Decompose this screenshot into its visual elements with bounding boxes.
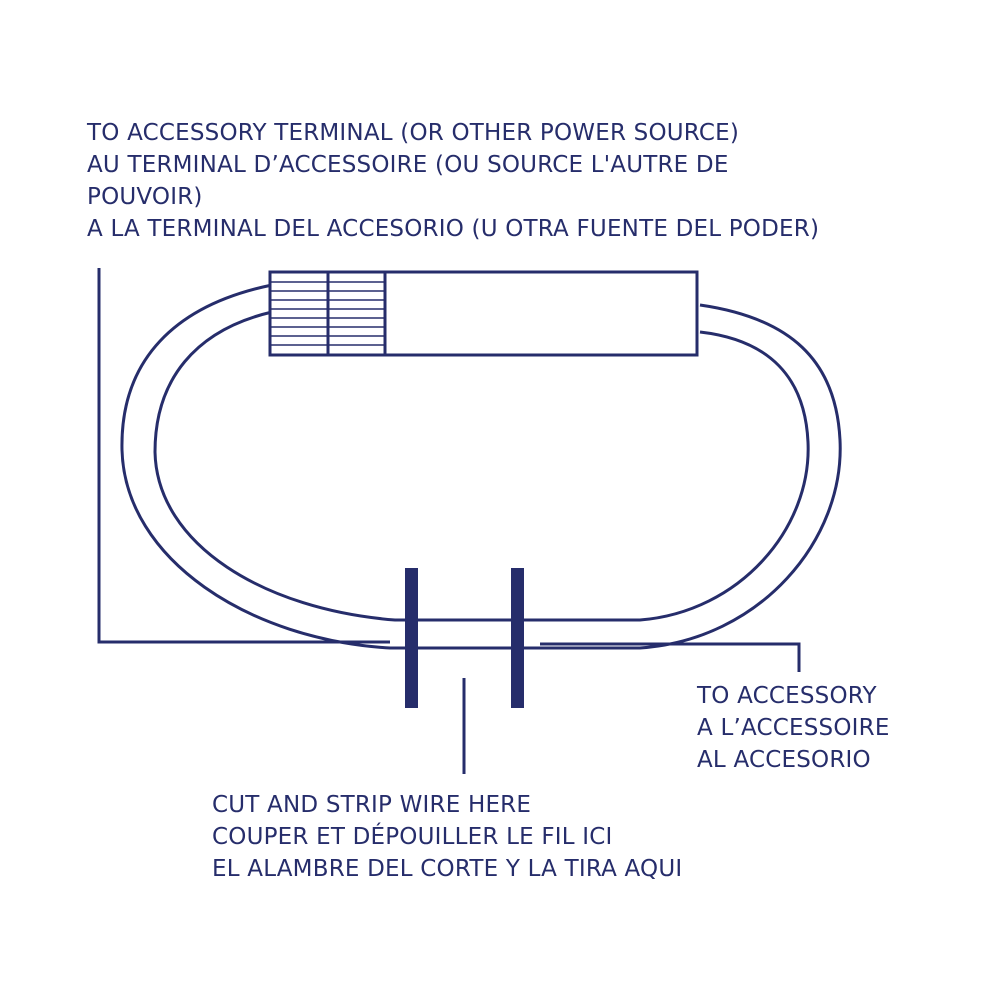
wire-loop-inner xyxy=(153,310,810,622)
power-source-label-es: A LA TERMINAL DEL ACCESORIO (U OTRA FUEN… xyxy=(87,216,820,242)
wire-loop-outer xyxy=(120,283,842,650)
leader-line-accessory xyxy=(540,642,801,672)
cut-mark-left xyxy=(405,568,418,708)
accessory-label-es: AL ACCESORIO xyxy=(697,747,871,773)
power-source-label-fr-line1: AU TERMINAL D’ACCESSOIRE (OU SOURCE L'AU… xyxy=(87,152,729,178)
power-source-label: TO ACCESSORY TERMINAL (OR OTHER POWER SO… xyxy=(87,117,819,245)
accessory-label-en: TO ACCESSORY xyxy=(697,683,877,709)
accessory-label: TO ACCESSORY A L’ACCESSOIRE AL ACCESORIO xyxy=(697,680,890,776)
fuse-cap-grip-lines xyxy=(270,281,385,346)
cut-strip-label-en: CUT AND STRIP WIRE HERE xyxy=(212,792,532,818)
cut-mark-right xyxy=(511,568,524,708)
power-source-label-fr-line2: POUVOIR) xyxy=(87,184,203,210)
cut-strip-label-fr: COUPER ET DÉPOUILLER LE FIL ICI xyxy=(212,824,613,850)
accessory-label-fr: A L’ACCESSOIRE xyxy=(697,715,890,741)
cut-strip-label-es: EL ALAMBRE DEL CORTE Y LA TIRA AQUI xyxy=(212,856,683,882)
leader-line-power-source xyxy=(97,268,390,644)
power-source-label-en: TO ACCESSORY TERMINAL (OR OTHER POWER SO… xyxy=(87,120,739,146)
cut-strip-label: CUT AND STRIP WIRE HERE COUPER ET DÉPOUI… xyxy=(212,789,682,885)
fuse-holder-body xyxy=(383,270,699,357)
